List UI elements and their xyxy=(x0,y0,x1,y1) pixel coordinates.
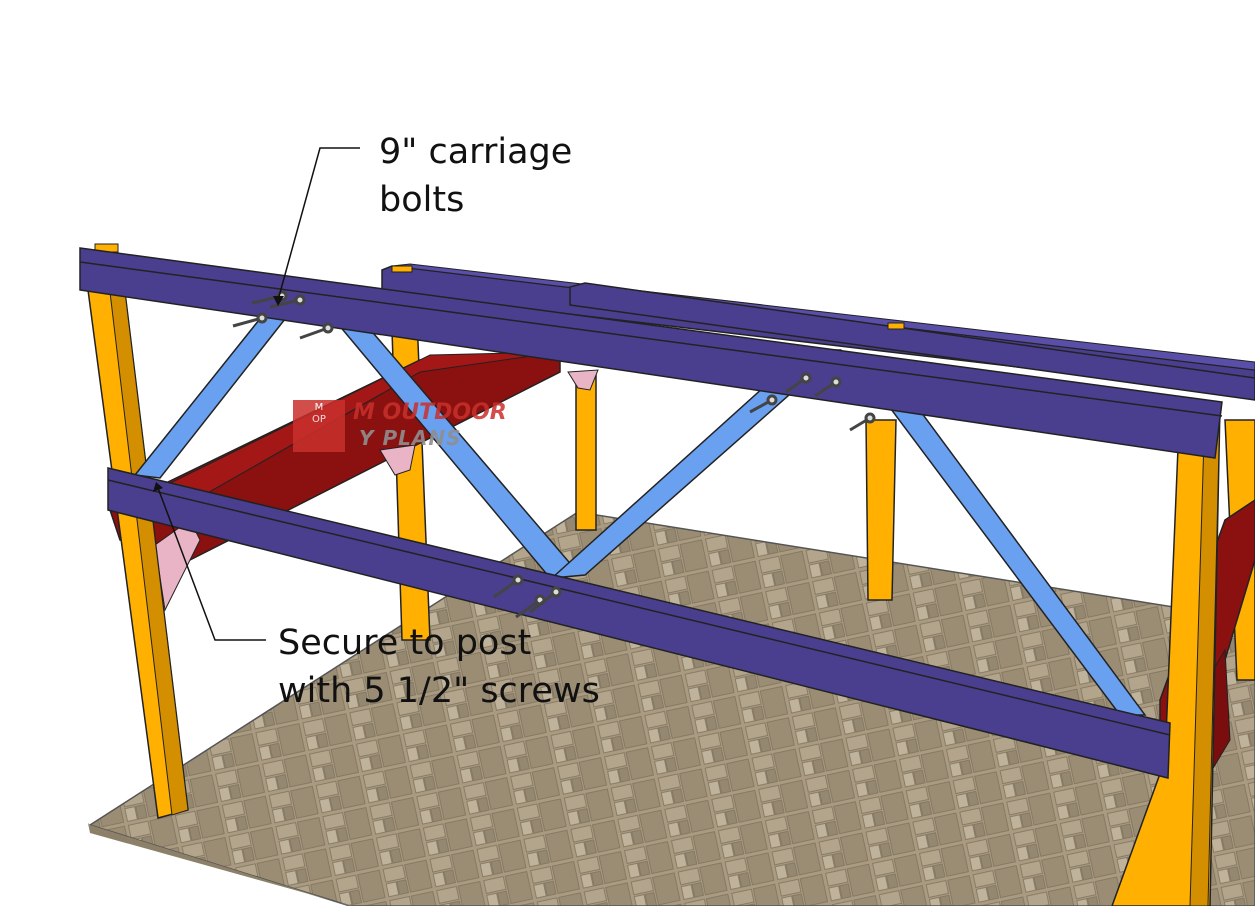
beam-top-front-edge xyxy=(79,261,1223,417)
gusset-mid xyxy=(379,444,416,476)
post-cap-back-1 xyxy=(391,265,413,273)
callout-screws-line-2: with 5 1/2" screws xyxy=(278,671,600,711)
post-back-left xyxy=(575,374,597,531)
callout-screws-line-1: Secure to post xyxy=(278,623,532,663)
callout-bolts-line-1: 9" carriage xyxy=(379,132,573,172)
logo-badge: MOP xyxy=(293,400,345,452)
leader-arrow-bolts xyxy=(273,296,284,306)
callout-bolts-line-2: bolts xyxy=(379,180,465,220)
bolt-group-lower xyxy=(493,574,562,619)
callout-secure-screws: Secure to post with 5 1/2" screws xyxy=(278,619,600,715)
logo-word-plans: Y PLANS xyxy=(359,426,462,450)
leader-arrow-screws xyxy=(153,482,163,492)
leader-line-bolts xyxy=(277,147,360,301)
beam-back-2 xyxy=(569,282,1255,401)
post-cap-back-2 xyxy=(887,322,905,330)
callout-carriage-bolts: 9" carriage bolts xyxy=(379,128,572,224)
logo-initials: MOP xyxy=(312,402,326,425)
beam-lower-front-edge xyxy=(107,479,1171,736)
beam-lower-front xyxy=(107,467,1171,779)
gusset-back xyxy=(567,369,599,391)
bolt-group-top-middle xyxy=(749,372,876,432)
leader-line-screws xyxy=(157,487,266,641)
watermark-logo: MOP M OUTDOOR Y PLANS xyxy=(293,400,543,456)
post-middle-back xyxy=(865,419,897,601)
logo-word-outdoor: M OUTDOOR xyxy=(353,400,507,425)
